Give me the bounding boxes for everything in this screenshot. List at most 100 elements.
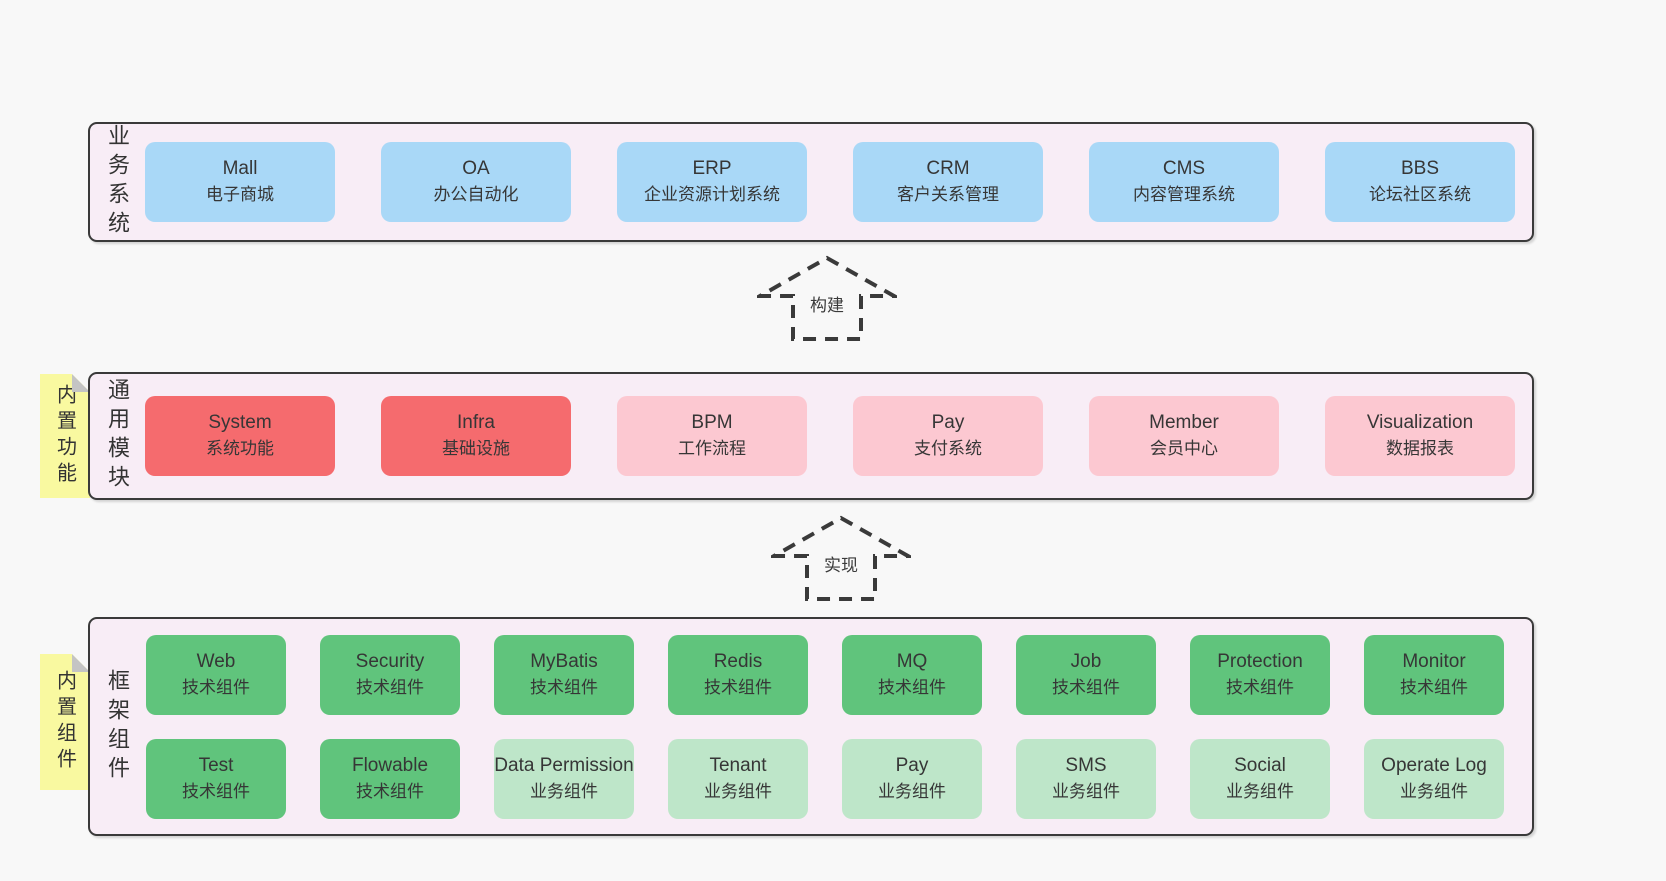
box-monitor: Monitor 技术组件	[1364, 634, 1504, 715]
box-title: Test	[198, 754, 234, 776]
box-subtitle: 技术组件	[704, 677, 772, 697]
box-subtitle: 内容管理系统	[1133, 185, 1235, 204]
box-subtitle: 业务组件	[1226, 781, 1294, 801]
box-title: Protection	[1217, 650, 1303, 672]
box-pay-biz: Pay 业务组件	[842, 738, 982, 819]
box-title: CRM	[926, 158, 970, 179]
box-title: Member	[1149, 412, 1219, 433]
box-subtitle: 支付系统	[914, 439, 982, 458]
layer-label-business-systems: 业务系统	[105, 124, 130, 240]
box-subtitle: 技术组件	[182, 677, 250, 697]
sticky-text: 内置组件	[53, 670, 76, 774]
box-bpm: BPM 工作流程	[617, 396, 807, 476]
box-row: System 系统功能 Infra 基础设施 BPM 工作流程 Pay 支付系统…	[145, 396, 1515, 476]
box-title: Social	[1234, 754, 1286, 776]
box-title: CMS	[1162, 158, 1206, 179]
box-mybatis: MyBatis 技术组件	[494, 634, 634, 715]
box-subtitle: 基础设施	[442, 439, 510, 458]
box-title: Data Permission	[494, 754, 634, 776]
box-cms: CMS 内容管理系统	[1089, 142, 1279, 222]
box-protection: Protection 技术组件	[1190, 634, 1330, 715]
box-flowable: Flowable 技术组件	[320, 738, 460, 819]
box-crm: CRM 客户关系管理	[853, 142, 1043, 222]
box-security: Security 技术组件	[320, 634, 460, 715]
box-subtitle: 技术组件	[1226, 677, 1294, 697]
box-row: Test 技术组件 Flowable 技术组件 Data Permission …	[146, 738, 1504, 819]
box-title: Security	[355, 650, 425, 672]
box-tenant: Tenant 业务组件	[668, 738, 808, 819]
box-subtitle: 技术组件	[1052, 677, 1120, 697]
build-arrow: 构建	[757, 255, 897, 343]
box-subtitle: 论坛社区系统	[1369, 185, 1471, 204]
box-title: Flowable	[351, 754, 429, 776]
box-subtitle: 技术组件	[1400, 677, 1468, 697]
box-title: System	[208, 412, 272, 433]
box-subtitle: 业务组件	[878, 781, 946, 801]
sticky-built-in-features: 内置功能	[40, 374, 90, 498]
box-subtitle: 业务组件	[1052, 781, 1120, 801]
implement-arrow-label: 实现	[821, 551, 861, 576]
framework-boxes: Web 技术组件 Security 技术组件 MyBatis 技术组件 Redi…	[146, 634, 1504, 819]
box-subtitle: 工作流程	[678, 439, 746, 458]
box-subtitle: 客户关系管理	[897, 185, 999, 204]
box-oa: OA 办公自动化	[381, 142, 571, 222]
box-subtitle: 办公自动化	[433, 185, 519, 204]
box-subtitle: 数据报表	[1386, 439, 1454, 458]
box-title: BPM	[691, 412, 733, 433]
box-title: Web	[196, 650, 236, 672]
box-test: Test 技术组件	[146, 738, 286, 819]
box-redis: Redis 技术组件	[668, 634, 808, 715]
box-title: Job	[1070, 650, 1102, 672]
box-title: Tenant	[709, 754, 767, 776]
box-data-permission: Data Permission 业务组件	[494, 738, 634, 819]
build-arrow-label: 构建	[807, 291, 847, 316]
up-block-arrow-icon	[771, 515, 911, 601]
box-system: System 系统功能	[145, 396, 335, 476]
layer-business-systems: 业务系统 Mall 电子商城 OA 办公自动化 ERP 企业资源计划系统 CRM…	[88, 122, 1534, 242]
box-bbs: BBS 论坛社区系统	[1325, 142, 1515, 222]
box-subtitle: 技术组件	[530, 677, 598, 697]
box-title: OA	[462, 158, 490, 179]
box-title: MyBatis	[530, 650, 598, 672]
box-subtitle: 企业资源计划系统	[644, 185, 780, 204]
box-pay-system: Pay 支付系统	[853, 396, 1043, 476]
box-subtitle: 技术组件	[878, 677, 946, 697]
box-web: Web 技术组件	[146, 634, 286, 715]
box-title: SMS	[1065, 754, 1107, 776]
business-boxes: Mall 电子商城 OA 办公自动化 ERP 企业资源计划系统 CRM 客户关系…	[145, 142, 1515, 222]
box-social: Social 业务组件	[1190, 738, 1330, 819]
box-subtitle: 技术组件	[356, 781, 424, 801]
box-subtitle: 电子商城	[206, 185, 274, 204]
layer-common-modules: 通用模块 System 系统功能 Infra 基础设施 BPM 工作流程 Pay…	[88, 372, 1534, 500]
box-title: Mall	[222, 158, 258, 179]
layer-label-framework-components: 框架组件	[105, 668, 130, 785]
sticky-built-in-components: 内置组件	[40, 654, 90, 790]
box-job: Job 技术组件	[1016, 634, 1156, 715]
implement-arrow: 实现	[771, 515, 911, 603]
box-member: Member 会员中心	[1089, 396, 1279, 476]
box-sms: SMS 业务组件	[1016, 738, 1156, 819]
box-subtitle: 技术组件	[182, 781, 250, 801]
box-mall: Mall 电子商城	[145, 142, 335, 222]
box-operate-log: Operate Log 业务组件	[1364, 738, 1504, 819]
box-subtitle: 业务组件	[530, 781, 598, 801]
box-title: ERP	[692, 158, 732, 179]
box-infra: Infra 基础设施	[381, 396, 571, 476]
layer-framework-components: 框架组件 Web 技术组件 Security 技术组件 MyBatis 技术组件…	[88, 617, 1534, 836]
box-subtitle: 业务组件	[1400, 781, 1468, 801]
box-subtitle: 业务组件	[704, 781, 772, 801]
box-title: BBS	[1400, 158, 1440, 179]
box-visualization: Visualization 数据报表	[1325, 396, 1515, 476]
common-boxes: System 系统功能 Infra 基础设施 BPM 工作流程 Pay 支付系统…	[145, 396, 1515, 476]
box-mq: MQ 技术组件	[842, 634, 982, 715]
layer-label-common-modules: 通用模块	[105, 378, 130, 494]
box-row: Web 技术组件 Security 技术组件 MyBatis 技术组件 Redi…	[146, 634, 1504, 715]
box-title: Operate Log	[1381, 754, 1487, 776]
box-title: Pay	[895, 754, 929, 776]
box-title: Infra	[456, 412, 496, 433]
box-title: Visualization	[1366, 412, 1474, 433]
sticky-text: 内置功能	[53, 384, 76, 488]
box-erp: ERP 企业资源计划系统	[617, 142, 807, 222]
box-subtitle: 技术组件	[356, 677, 424, 697]
